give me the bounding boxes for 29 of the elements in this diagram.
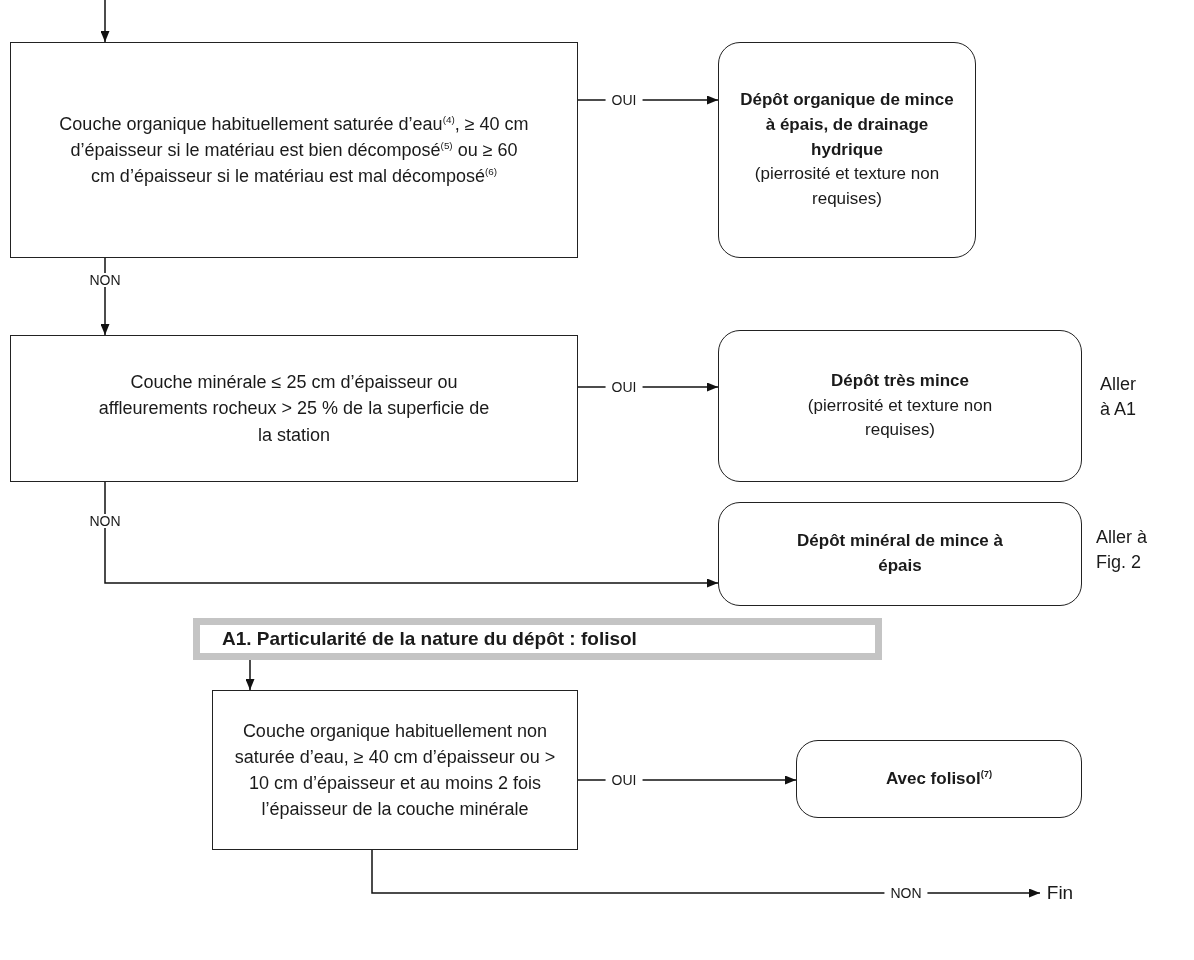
arrow [100, 0, 110, 43]
goto-note: Aller à Fig. 2 [1096, 526, 1149, 575]
result-note: (pierrosité et texture non requises) [753, 163, 941, 210]
condition-text: Couche organique habituellement saturée d’eau$^{(4)}$, ≥ 40 cm d’épaisseur si le matériau est bien décomposé$^{(5)}$ ou ≥ 60 cm d’épaisseur si le matériau est mal décomposé$^{(6)}$ [59, 112, 529, 189]
section-title: A1. Particularité de la nature du dépôt : folisol [222, 627, 637, 652]
result-heading: Dépôt très mince [831, 370, 969, 393]
arrow [104, 481, 719, 588]
decision-box [212, 690, 578, 850]
edge-label: OUI [605, 773, 643, 787]
arrow [245, 659, 255, 691]
result-heading: Avec folisol$^{(7)}$ [885, 767, 993, 790]
section-heading-band [193, 618, 882, 660]
decision-box [10, 42, 578, 258]
edge-label: OUI [605, 93, 643, 107]
result-box [796, 740, 1082, 818]
edge-label: NON [884, 886, 928, 900]
result-box [718, 330, 1082, 482]
edge-label: OUI [605, 380, 643, 394]
result-box [718, 42, 976, 258]
result-box [718, 502, 1082, 606]
result-heading: Dépôt organique de mince à épais, de drainage hydrique [739, 89, 955, 161]
condition-text: Couche organique habituellement non saturée d’eau, ≥ 40 cm d’épaisseur ou > 10 cm d’épaisseur et au moins 2 fois l’épaisseur de la couche minérale [233, 719, 557, 822]
goto-note: Aller à A1 [1100, 373, 1138, 422]
result-heading: Dépôt minéral de mince à épais [796, 530, 1004, 577]
decision-box [10, 335, 578, 482]
result-note: (pierrosité et texture non requises) [806, 394, 994, 442]
end-text: Fin [1046, 881, 1074, 906]
condition-text: Couche minérale ≤ 25 cm d’épaisseur ou affleurements rocheux > 25 % de la superficie de la station [97, 371, 491, 447]
arrow [371, 849, 1041, 898]
